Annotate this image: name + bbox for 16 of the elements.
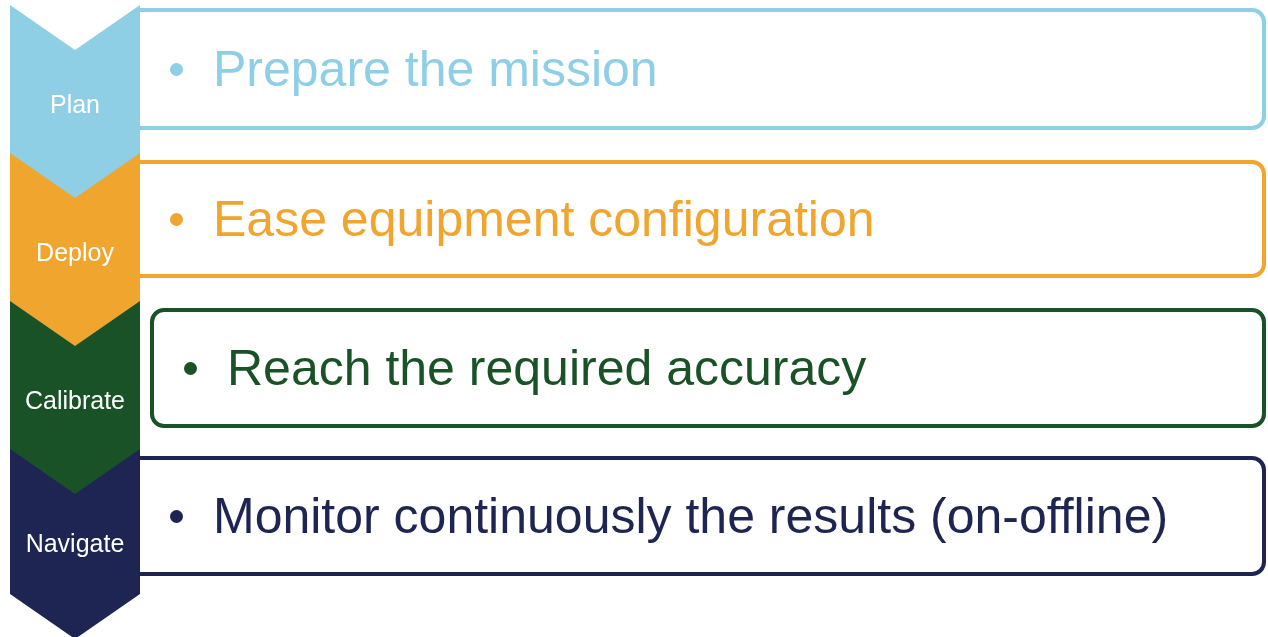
chevron-step	[10, 153, 140, 348]
chevron-step	[10, 301, 140, 496]
step-description: Prepare the mission	[213, 40, 658, 98]
step-description: Monitor continuously the results (on-offline)	[213, 487, 1169, 545]
step-box	[140, 456, 1266, 576]
step-label: Calibrate	[23, 386, 127, 415]
step-box	[140, 160, 1266, 278]
step-box	[140, 8, 1266, 130]
step-description: Ease equipment configuration	[213, 190, 875, 248]
chevron-step	[10, 449, 140, 637]
step-description: Reach the required accuracy	[227, 339, 867, 397]
step-label: Plan	[48, 90, 101, 119]
chevron-step	[10, 5, 140, 200]
step-label: Navigate	[24, 529, 126, 558]
step-label: Deploy	[35, 238, 115, 267]
step-box	[150, 308, 1266, 428]
